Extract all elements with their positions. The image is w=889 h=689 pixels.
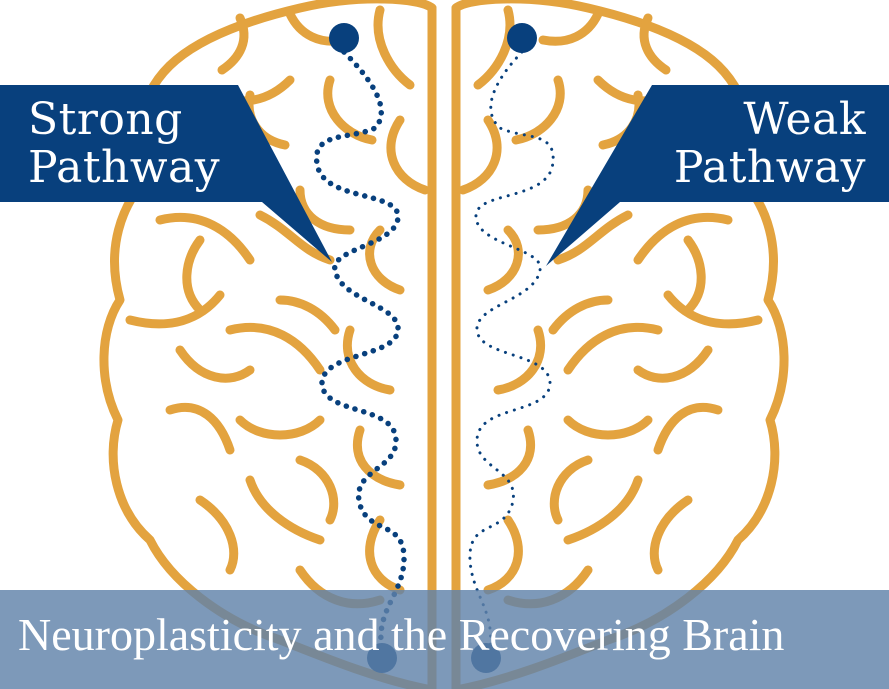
strong-pathway [313, 23, 407, 673]
weak-pathway-label: Weak Pathway [666, 96, 866, 192]
strong-pathway-start-node [329, 23, 359, 53]
strong-callout-banner [0, 85, 332, 262]
strong-pathway-dots [313, 49, 407, 653]
strong-label-line1: Strong [28, 94, 183, 145]
caption-bar: Neuroplasticity and the Recovering Brain [0, 590, 889, 689]
weak-callout-banner [546, 85, 889, 266]
weak-label-line2: Pathway [673, 142, 866, 193]
weak-label-line1: Weak [743, 94, 866, 145]
strong-pathway-label: Strong Pathway [28, 96, 228, 192]
strong-label-line2: Pathway [28, 142, 221, 193]
weak-pathway-start-node [507, 23, 537, 53]
caption-title: Neuroplasticity and the Recovering Brain [18, 609, 785, 660]
brain-outline [99, 0, 789, 689]
